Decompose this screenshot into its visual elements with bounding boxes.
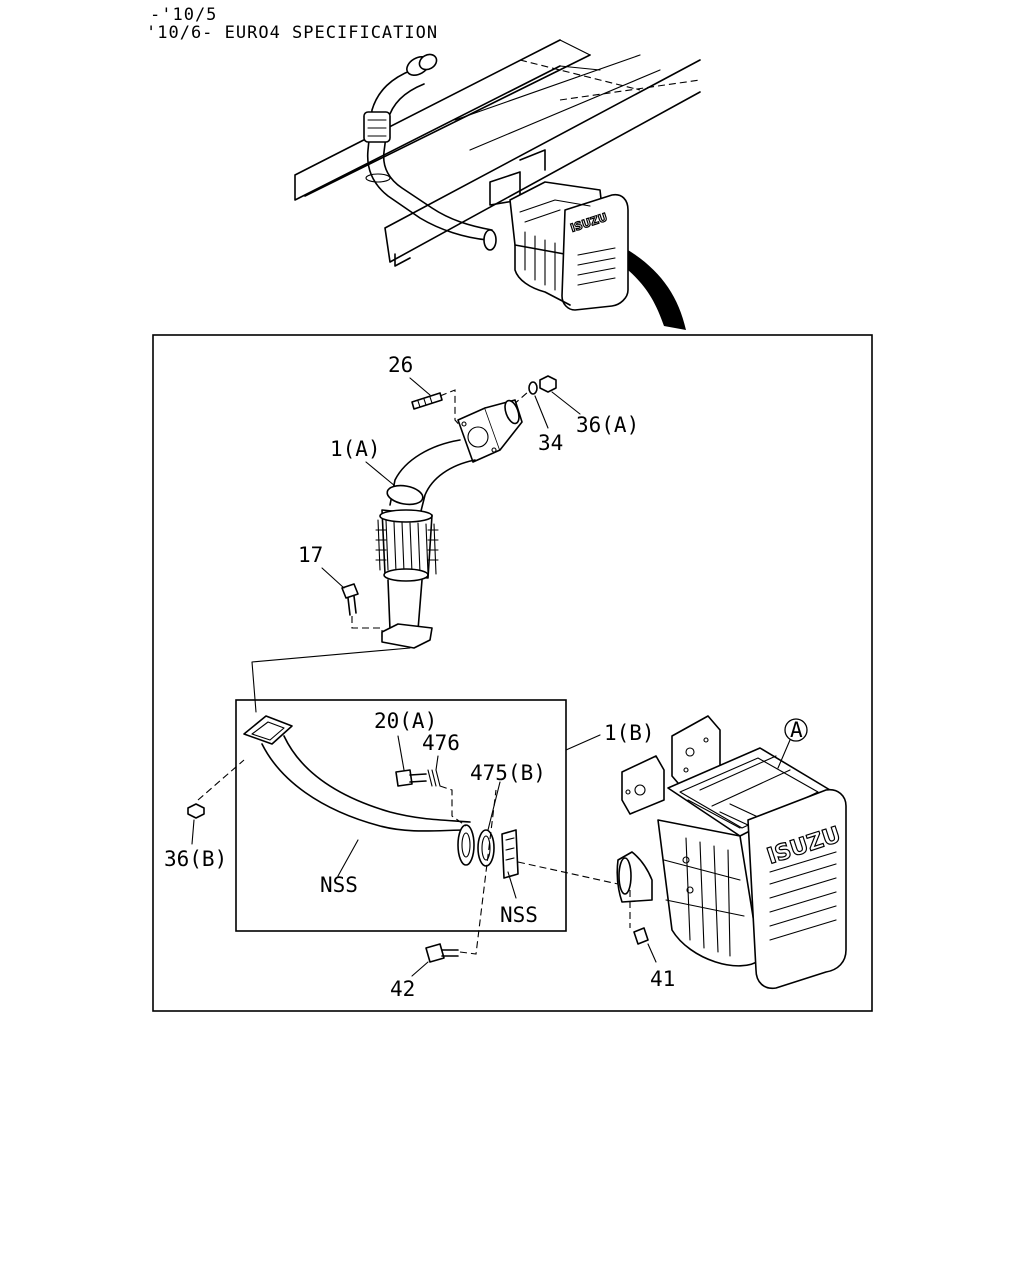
part-1b-muffler: ISUZU xyxy=(616,715,847,990)
kit-box xyxy=(235,699,567,932)
callout-nss-flange: NSS xyxy=(500,903,538,927)
part-476-spring xyxy=(427,769,441,787)
part-42-bolt xyxy=(425,943,445,963)
callout-42: 42 xyxy=(390,977,415,1001)
nss-intermediate-pipe xyxy=(243,715,475,866)
callout-20a: 20(A) xyxy=(374,709,437,733)
callout-34: 34 xyxy=(538,431,563,455)
callout-36b: 36(B) xyxy=(164,847,227,871)
header-line-1: -'10/5 xyxy=(150,5,217,25)
part-41-bolt xyxy=(633,927,649,945)
part-475b-gasket xyxy=(477,829,495,867)
zoom-arrow xyxy=(628,250,686,330)
callout-476: 476 xyxy=(422,731,460,755)
part-1a-front-pipe xyxy=(375,399,523,649)
part-36a-nut xyxy=(539,375,557,393)
part-20a-bolt xyxy=(395,769,413,787)
header-line-2: '10/6- EURO4 SPECIFICATION xyxy=(146,23,438,43)
callout-26: 26 xyxy=(388,353,413,377)
callout-nss-pipe: NSS xyxy=(320,873,358,897)
part-17-bolt xyxy=(341,583,383,640)
callout-a-circle xyxy=(784,718,808,742)
callout-1a: 1(A) xyxy=(330,437,381,461)
callout-475b: 475(B) xyxy=(470,761,546,785)
callout-41: 41 xyxy=(650,967,675,991)
callout-17: 17 xyxy=(298,543,323,567)
nss-flange xyxy=(501,829,519,879)
vehicle-overview-illustration: ISUZU xyxy=(294,39,701,330)
part-34-washer xyxy=(528,381,538,395)
callout-1b: 1(B) xyxy=(604,721,655,745)
callout-36a: 36(A) xyxy=(576,413,639,437)
callout-a: A xyxy=(790,718,803,742)
part-36b-nut xyxy=(187,803,205,819)
detail-frame xyxy=(152,334,873,1012)
part-26-stud xyxy=(411,389,463,429)
